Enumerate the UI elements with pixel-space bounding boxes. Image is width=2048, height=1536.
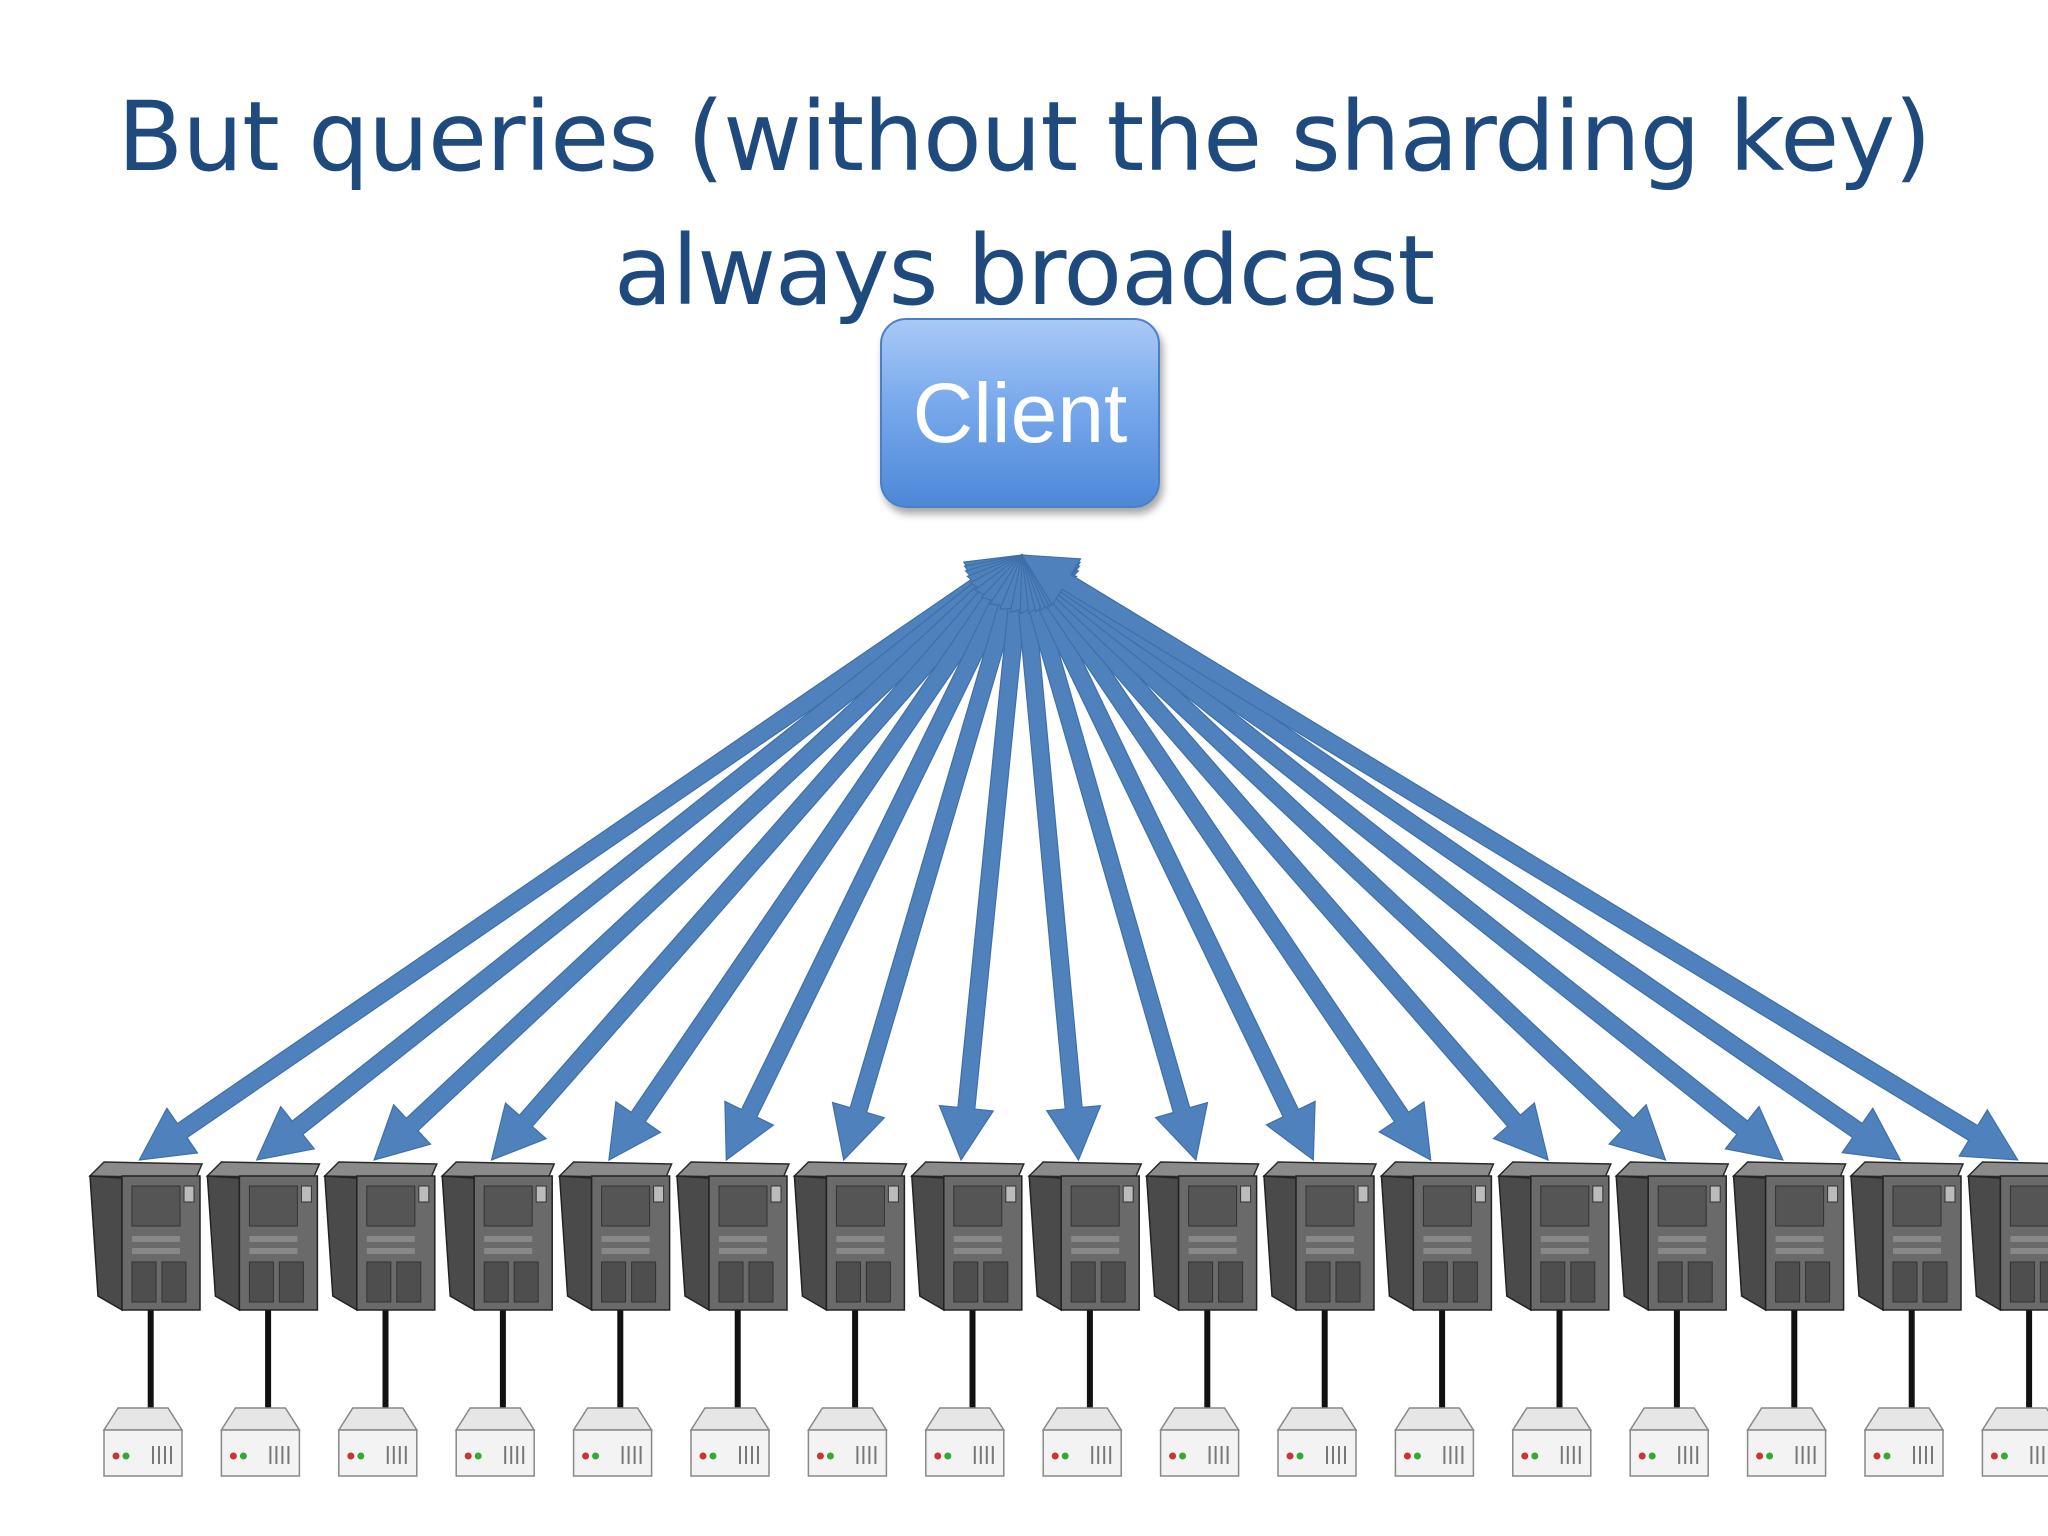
client-box: Client xyxy=(880,318,1160,508)
broadcast-arrows xyxy=(138,553,2019,1162)
shard-node xyxy=(557,1161,673,1477)
server-tower-icon xyxy=(1731,1161,1847,1312)
server-tower-icon xyxy=(1497,1161,1612,1312)
server-tower-icon xyxy=(1262,1161,1378,1312)
broadcast-arrow xyxy=(1020,554,2019,1161)
server-tower-icon xyxy=(1849,1161,1965,1312)
disk-drive-icon xyxy=(1863,1407,1945,1477)
server-tower-icon xyxy=(1966,1161,2048,1312)
server-tower-icon xyxy=(1144,1161,1260,1312)
title-line-1: But queries (without the sharding key) xyxy=(117,81,1931,193)
slide-title: But queries (without the sharding key) a… xyxy=(0,70,2048,338)
broadcast-arrow xyxy=(255,554,1024,1161)
disk-drive-icon xyxy=(1276,1407,1358,1477)
shard-node xyxy=(1731,1161,1847,1477)
server-tower-icon xyxy=(440,1161,556,1312)
disk-drive-icon xyxy=(807,1407,888,1477)
server-tower-icon xyxy=(792,1161,908,1312)
disk-drive-icon xyxy=(572,1407,653,1477)
shard-node xyxy=(440,1161,556,1477)
shard-node xyxy=(1849,1161,1965,1477)
shard-node xyxy=(675,1161,791,1477)
disk-drive-icon xyxy=(454,1407,536,1477)
disk-drive-icon xyxy=(1394,1407,1475,1477)
shard-node xyxy=(910,1161,1025,1477)
server-tower-icon xyxy=(1379,1161,1495,1312)
title-line-2: always broadcast xyxy=(613,215,1435,327)
server-tower-icon xyxy=(323,1161,438,1312)
server-tower-icon xyxy=(675,1161,791,1312)
shard-node xyxy=(1144,1161,1260,1477)
shard-node xyxy=(88,1161,204,1477)
shard-node xyxy=(323,1161,438,1477)
shard-node xyxy=(1497,1161,1612,1477)
shard-node xyxy=(792,1161,908,1477)
server-tower-icon xyxy=(557,1161,673,1312)
shard-node xyxy=(1027,1161,1143,1477)
disk-drive-icon xyxy=(1746,1407,1827,1477)
shard-nodes xyxy=(88,1161,2048,1477)
disk-drive-icon xyxy=(1041,1407,1123,1477)
disk-drive-icon xyxy=(1628,1407,1710,1477)
server-tower-icon xyxy=(205,1161,321,1312)
server-tower-icon xyxy=(1614,1161,1730,1312)
shard-node xyxy=(1614,1161,1730,1477)
broadcast-arrow xyxy=(1021,554,1667,1161)
broadcast-arrow xyxy=(1021,553,1432,1162)
shard-node xyxy=(1262,1161,1378,1477)
shard-node xyxy=(1379,1161,1495,1477)
disk-drive-icon xyxy=(689,1407,771,1477)
disk-drive-icon xyxy=(337,1407,419,1477)
shard-node xyxy=(205,1161,321,1477)
server-tower-icon xyxy=(88,1161,204,1312)
disk-drive-icon xyxy=(102,1407,184,1477)
client-label: Client xyxy=(912,365,1128,460)
shard-node xyxy=(1966,1161,2048,1477)
server-tower-icon xyxy=(910,1161,1025,1312)
disk-drive-icon xyxy=(1981,1407,2048,1477)
disk-drive-icon xyxy=(1159,1407,1240,1477)
broadcast-arrow xyxy=(1020,554,1784,1161)
broadcast-arrow xyxy=(608,553,1023,1162)
disk-drive-icon xyxy=(1511,1407,1593,1477)
disk-drive-icon xyxy=(924,1407,1006,1477)
server-tower-icon xyxy=(1027,1161,1143,1312)
disk-drive-icon xyxy=(220,1407,301,1477)
